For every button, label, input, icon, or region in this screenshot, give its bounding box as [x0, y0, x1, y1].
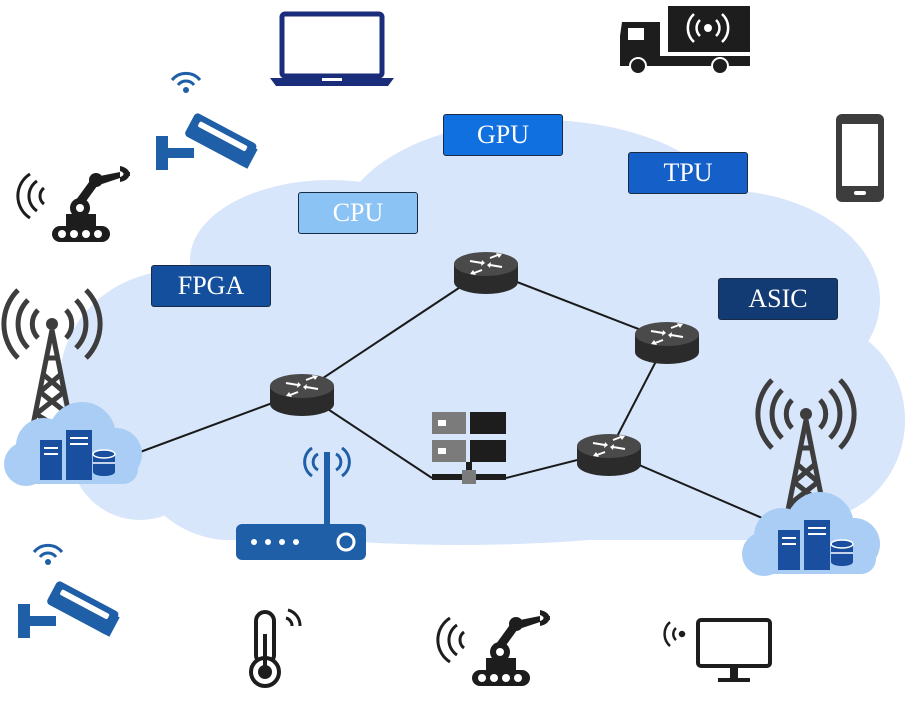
wifi-icon: [32, 543, 64, 567]
security-camera-icon: [18, 580, 122, 638]
asic-chip: ASIC: [718, 278, 838, 320]
wifi-router-icon: [236, 446, 366, 560]
tpu-chip: TPU: [628, 152, 748, 194]
cpu-chip: CPU: [298, 192, 418, 234]
gpu-label: GPU: [476, 120, 529, 149]
thermometer-icon: [249, 608, 302, 688]
wifi-icon: [436, 616, 466, 664]
wifi-icon: [170, 71, 202, 95]
truck-wifi-icon: [620, 6, 750, 75]
laptop-icon: [270, 11, 394, 86]
asic-label: ASIC: [748, 284, 808, 313]
router-icon: [453, 251, 519, 295]
smartphone-icon: [836, 114, 884, 202]
router-icon: [634, 321, 700, 365]
gpu-chip: GPU: [443, 114, 563, 156]
monitor-icon: [663, 618, 772, 682]
tpu-label: TPU: [663, 158, 713, 187]
router-icon: [269, 373, 335, 417]
router-icon: [576, 433, 642, 477]
cpu-label: CPU: [332, 198, 384, 227]
compute-cloud: [60, 120, 905, 545]
server-rack-icon: [432, 412, 506, 484]
fpga-chip: FPGA: [151, 265, 271, 307]
robot-arm-icon: [472, 610, 550, 686]
security-camera-icon: [156, 112, 260, 170]
wifi-icon: [16, 172, 46, 220]
fpga-label: FPGA: [177, 271, 245, 300]
robot-arm-icon: [52, 166, 130, 242]
